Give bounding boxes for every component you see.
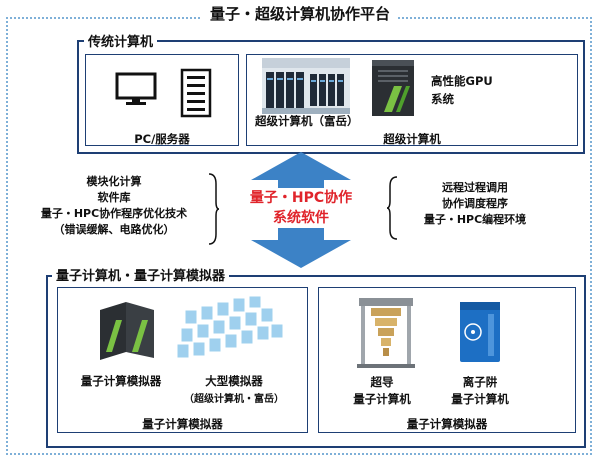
ion-trap-qc-icon (460, 302, 500, 362)
supercomputer-label: 超级计算机 (383, 132, 441, 146)
superconducting-label-line-2: 量子计算机 (353, 392, 411, 406)
large-simulator-label: 大型模拟器 (205, 374, 263, 388)
superconducting-label-line-1: 超导 (370, 375, 394, 389)
collab-software-line-2: 系统软件 (273, 210, 329, 226)
left-brace-icon (208, 173, 220, 245)
feature-modular-compute: 模块化计算 (86, 175, 142, 188)
feature-programming-env: 量子・HPC编程环境 (423, 213, 527, 226)
ion-trap-label-line-2: 量子计算机 (451, 392, 509, 406)
right-feature-list: 远程过程调用 协作调度程序 量子・HPC编程环境 (400, 180, 550, 228)
platform-title: 量子・超级计算机协作平台 (0, 3, 600, 24)
feature-software-library: 软件库 (97, 191, 131, 204)
collab-software-line-1: 量子・HPC协作 (249, 190, 353, 206)
collab-software-label: 量子・HPC协作 系统软件 (232, 188, 370, 228)
right-brace-icon (386, 176, 398, 240)
gpu-server-icon (372, 60, 414, 116)
superconducting-label: 超导 量子计算机 (334, 374, 430, 408)
simulator-server-icon (100, 302, 154, 360)
pc-server-label: PC/服务器 (134, 132, 190, 146)
ion-trap-label: 离子阱 量子计算机 (432, 374, 528, 408)
pc-server-box (85, 54, 239, 146)
superconducting-qc-icon (357, 298, 415, 368)
feature-scheduler: 协作调度程序 (442, 197, 508, 210)
feature-rpc: 远程过程调用 (442, 181, 508, 194)
quantum-heading: 量子计算机・量子计算模拟器 (52, 265, 230, 284)
feature-error-mitigation: （错误缓解、电路优化） (53, 223, 175, 236)
left-feature-list: 模块化计算 软件库 量子・HPC协作程序优化技术 （错误缓解、电路优化） (24, 174, 204, 238)
classical-heading: 传统计算机 (84, 31, 158, 50)
large-simulator-array-icon (176, 296, 284, 359)
gpu-label: 高性能GPU 系统 (431, 72, 493, 108)
gpu-label-line-1: 高性能GPU (431, 74, 493, 88)
fugaku-datacenter-image (262, 58, 350, 114)
fugaku-label: 超级计算机（富岳） (255, 114, 359, 128)
feature-optimization: 量子・HPC协作程序优化技术 (40, 207, 188, 220)
large-simulator-sublabel: （超级计算机・富岳） (184, 394, 284, 405)
ion-trap-label-line-1: 离子阱 (462, 375, 498, 389)
gpu-label-line-2: 系统 (431, 92, 454, 106)
simulator-group-label: 量子计算模拟器 (142, 417, 223, 431)
simulator-label: 量子计算模拟器 (80, 374, 162, 388)
quantum-computer-group-label: 量子计算模拟器 (406, 417, 488, 431)
server-rack-icon (180, 68, 212, 118)
monitor-icon (115, 72, 157, 105)
